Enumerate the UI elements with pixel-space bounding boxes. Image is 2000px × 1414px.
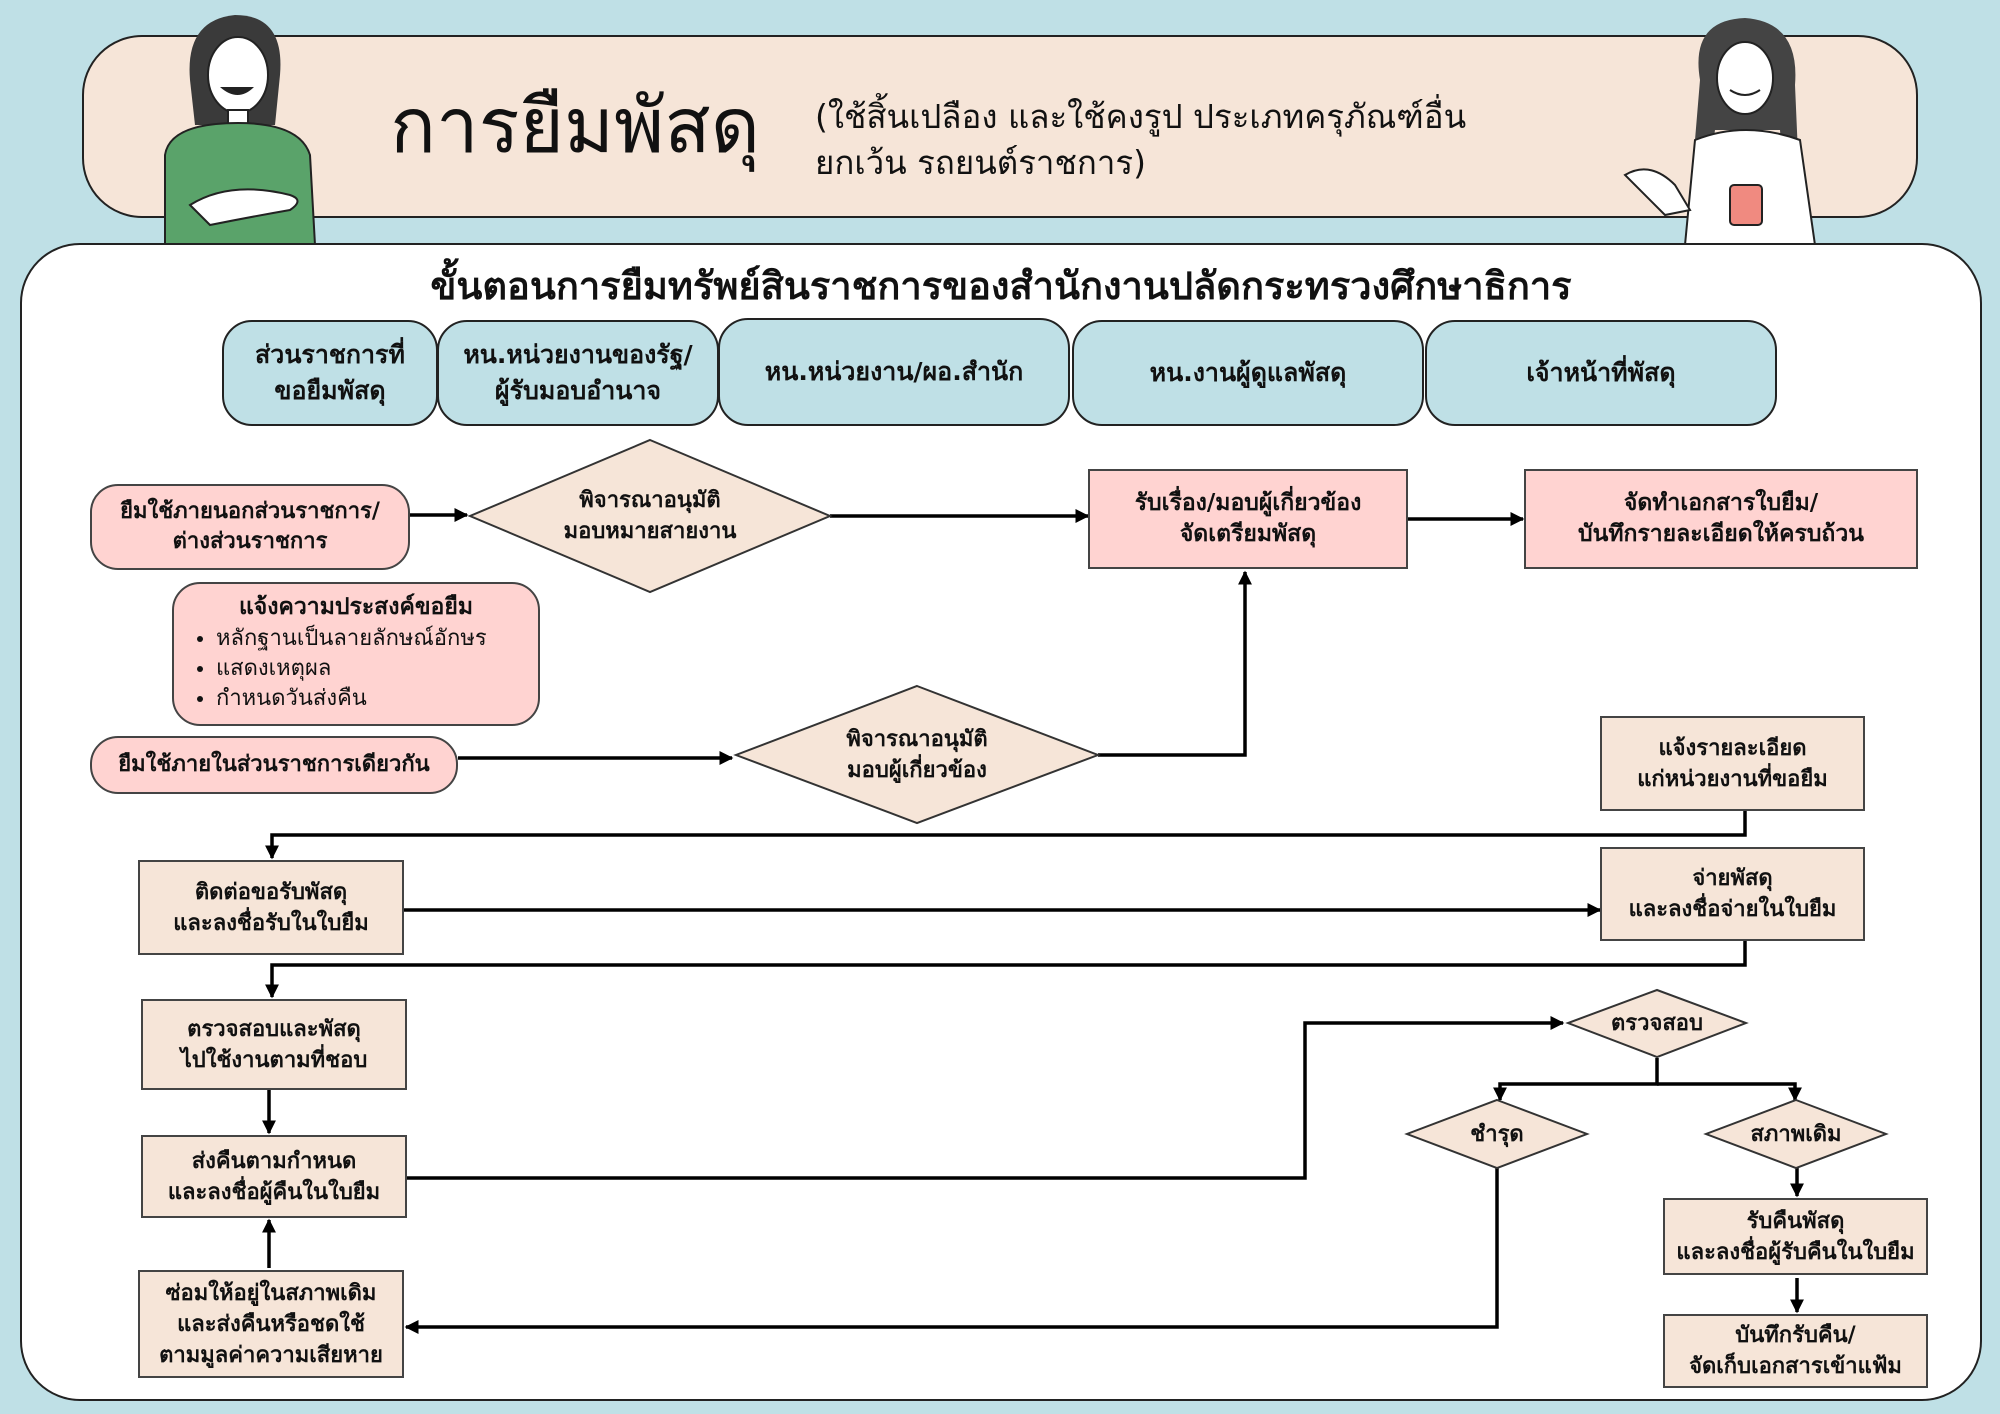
step-receive-return: รับคืนพัสดุ และลงชื่อผู้รับคืนในใบยืม [1663,1198,1928,1275]
lane-unit-head-director: หน.หน่วยงาน/ผอ.สำนัก [718,318,1070,426]
step-inform-details: แจ้งรายละเอียด แก่หน่วยงานที่ขอยืม [1600,716,1865,811]
notify-title: แจ้งความประสงค์ขอยืม [238,594,474,620]
woman-left-illustration [164,15,317,245]
lane-requesting-unit: ส่วนราชการที่ ขอยืมพัสดุ [222,320,438,426]
notify-list: หลักฐานเป็นลายลักษณ์อักษร แสดงเหตุผล กำห… [188,624,524,714]
step-receive-prepare: รับเรื่อง/มอบผู้เกี่ยวข้อง จัดเตรียมพัสด… [1088,469,1408,569]
notify-requirements-box: แจ้งความประสงค์ขอยืม หลักฐานเป็นลายลักษณ… [172,582,540,726]
notify-item: กำหนดวันส่งคืน [216,684,524,714]
step-dispense: จ่ายพัสดุ และลงชื่อจ่ายในใบยืม [1600,847,1865,941]
page-title: การยืมพัสดุ [390,81,760,170]
step-return-on-time: ส่งคืนตามกำหนด และลงชื่อผู้คืนในใบยืม [141,1135,407,1218]
decision-check: ตรวจสอบ [1611,1010,1703,1036]
lane-state-agency-head: หน.หน่วยงานของรัฐ/ ผู้รับมอบอำนาจ [437,320,719,426]
step-repair: ซ่อมให้อยู่ในสภาพเดิม และส่งคืนหรือชดใช้… [138,1270,404,1378]
lane-supply-officer: เจ้าหน้าที่พัสดุ [1425,320,1777,426]
step-inspect-use: ตรวจสอบและพัสดุ ไปใช้งานตามที่ชอบ [141,999,407,1090]
step-prepare-docs: จัดทำเอกสารใบยืม/ บันทึกรายละเอียดให้ครบ… [1524,469,1918,569]
header-banner [82,35,1918,218]
decision-original-condition: สภาพเดิม [1750,1121,1842,1147]
flowchart-title: ขั้นตอนการยืมทรัพย์สินราชการของสำนักงานป… [430,264,1572,308]
decision-damaged: ชำรุด [1470,1121,1524,1147]
woman-right-illustration [1623,18,1817,245]
lane-supply-supervisor: หน.งานผู้ดูแลพัสดุ [1072,320,1424,426]
decision-approve-assign-related: พิจารณาอนุมัติ มอบผู้เกี่ยวข้อง [846,727,988,783]
step-record-return: บันทึกรับคืน/ จัดเก็บเอกสารเข้าแฟ้ม [1663,1314,1928,1388]
start-borrow-internal: ยืมใช้ภายในส่วนราชการเดียวกัน [90,736,458,794]
notify-item: หลักฐานเป็นลายลักษณ์อักษร [216,624,524,654]
step-contact-receive: ติดต่อขอรับพัสดุ และลงชื่อรับในใบยืม [138,860,404,955]
start-borrow-external: ยืมใช้ภายนอกส่วนราชการ/ ต่างส่วนราชการ [90,484,410,570]
notify-item: แสดงเหตุผล [216,654,524,684]
decision-approve-assign-line: พิจารณาอนุมัติ มอบหมายสายงาน [563,488,737,544]
page-subtitle: (ใช้สิ้นเปลือง และใช้คงรูป ประเภทครุภัณฑ… [815,97,1467,182]
